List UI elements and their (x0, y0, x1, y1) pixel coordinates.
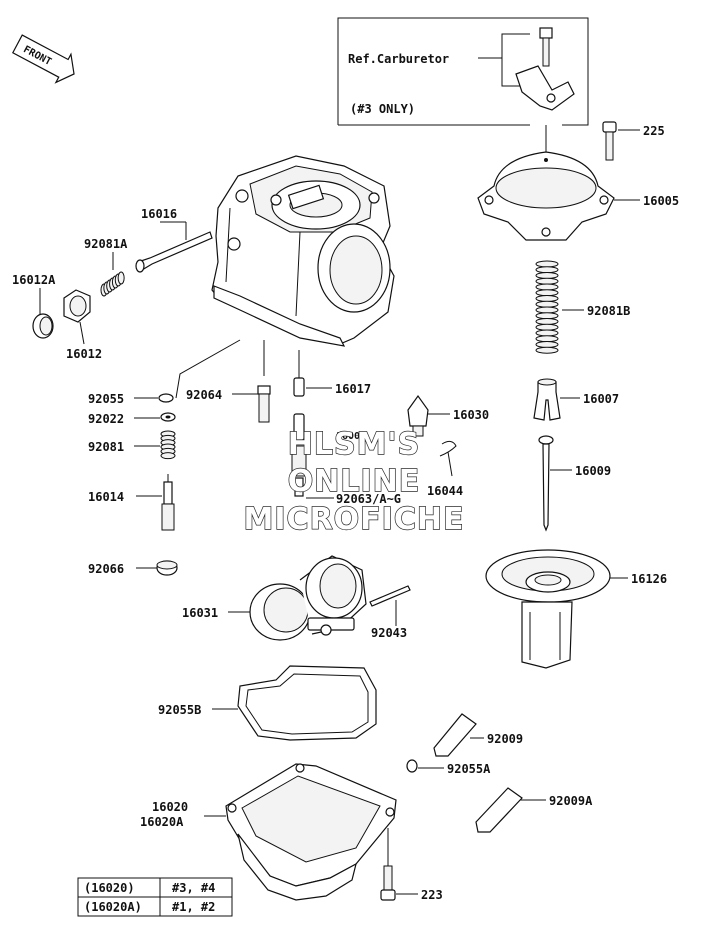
cap-16012A (32, 288, 54, 339)
label-16126: 16126 (631, 572, 667, 586)
screw-92009 (433, 713, 484, 757)
float-valve-16030 (407, 394, 450, 437)
screw-223 (380, 828, 418, 901)
pin-92043 (369, 585, 411, 626)
table-row-1-part: (16020) (84, 881, 135, 895)
table-row-1-cyl: #3, #4 (172, 881, 215, 895)
ref-note-label: (#3 ONLY) (350, 102, 415, 116)
o-ring-92055A (406, 759, 444, 773)
watermark-line-3: MICROFICHE (244, 502, 465, 537)
label-92064: 92064 (186, 388, 222, 402)
float-bowl-16020 (204, 763, 397, 901)
watermark-line-1: HLSM'S (288, 427, 420, 462)
jet-holder-92064 (232, 385, 271, 423)
label-92055A: 92055A (447, 762, 491, 776)
needle-jet-16017 (293, 350, 332, 397)
table-row-2-cyl: #1, #2 (172, 900, 215, 914)
washer-92022 (134, 412, 176, 422)
watermark: HLSM'S ONLINE MICROFICHE (243, 426, 465, 537)
label-92081B: 92081B (587, 304, 630, 318)
label-16001: 16001 (336, 431, 366, 442)
carburetor-body (211, 155, 395, 347)
top-cover-16005 (477, 151, 640, 241)
label-92081A: 92081A (84, 237, 128, 251)
plug-92066 (136, 560, 178, 576)
label-92066: 92066 (88, 562, 124, 576)
label-225: 225 (643, 124, 665, 138)
label-16030: 16030 (453, 408, 489, 422)
jet-16001 (291, 413, 307, 497)
o-ring-92055 (134, 393, 174, 403)
label-16031: 16031 (182, 606, 218, 620)
watermark-line-2: ONLINE (288, 464, 421, 499)
label-92081: 92081 (88, 440, 124, 454)
label-16016: 16016 (141, 207, 177, 221)
starter-plunger-16016 (135, 221, 213, 273)
label-16020A: 16020A (140, 815, 184, 829)
label-16017: 16017 (335, 382, 371, 396)
float-16031 (228, 555, 367, 641)
label-16044: 16044 (427, 484, 463, 498)
label-92009A: 92009A (549, 794, 593, 808)
vacuum-piston-16126 (485, 549, 628, 669)
label-16012A: 16012A (12, 273, 56, 287)
nut-16012 (63, 289, 91, 345)
label-223: 223 (421, 888, 443, 902)
pilot-screw-16014 (136, 474, 175, 531)
applicability-table: (16020) #3, #4 (16020A) #1, #2 (77, 877, 233, 917)
screw-225 (602, 121, 640, 161)
label-92055: 92055 (88, 392, 124, 406)
label-92055B: 92055B (158, 703, 201, 717)
front-arrow-icon: FRONT (12, 34, 75, 84)
spring-92081A (100, 271, 125, 297)
ref-carburetor-box: Ref.Carburetor (#3 ONLY) (337, 17, 589, 126)
needle-holder-16007 (533, 378, 580, 421)
spring-92081B (535, 260, 559, 354)
label-92043: 92043 (371, 626, 407, 640)
jet-needle-16009 (538, 435, 572, 532)
table-row-2-part: (16020A) (84, 900, 142, 914)
label-16012: 16012 (66, 347, 102, 361)
label-16014: 16014 (88, 490, 124, 504)
clip-16044 (439, 440, 457, 477)
label-16020: 16020 (152, 800, 188, 814)
ref-carburetor-label: Ref.Carburetor (348, 52, 449, 66)
label-92022: 92022 (88, 412, 124, 426)
label-92063: 92063/A~G (336, 492, 401, 506)
gasket-92055B (212, 665, 377, 741)
label-16009: 16009 (575, 464, 611, 478)
label-16005: 16005 (643, 194, 679, 208)
label-92009: 92009 (487, 732, 523, 746)
spring-92081 (160, 430, 176, 460)
label-16007: 16007 (583, 392, 619, 406)
screw-92009A (475, 787, 546, 833)
